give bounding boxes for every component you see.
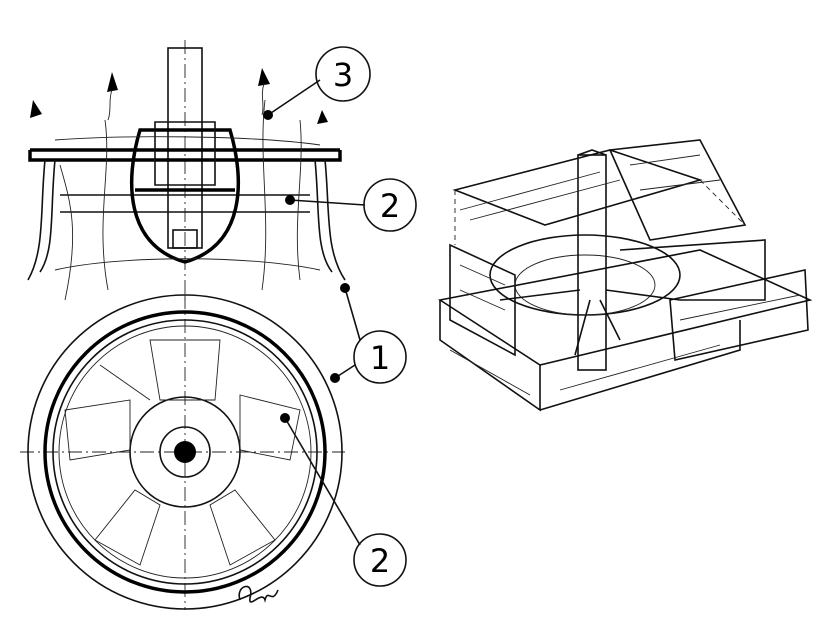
callout-3: 3 <box>333 56 353 94</box>
callout-2-top: 2 <box>380 187 400 225</box>
callouts: 3 2 1 2 <box>263 46 417 587</box>
signature <box>238 585 279 604</box>
callout-1: 1 <box>370 339 390 377</box>
lid-right <box>608 139 747 241</box>
side-section-view <box>27 40 346 301</box>
fan-blades <box>64 339 301 566</box>
front-view <box>20 294 345 610</box>
hub-housing <box>129 128 241 264</box>
isometric-wooden-box <box>437 139 813 412</box>
callout-2-bottom: 2 <box>370 542 390 580</box>
vertical-post <box>577 154 607 371</box>
nut <box>172 229 198 249</box>
